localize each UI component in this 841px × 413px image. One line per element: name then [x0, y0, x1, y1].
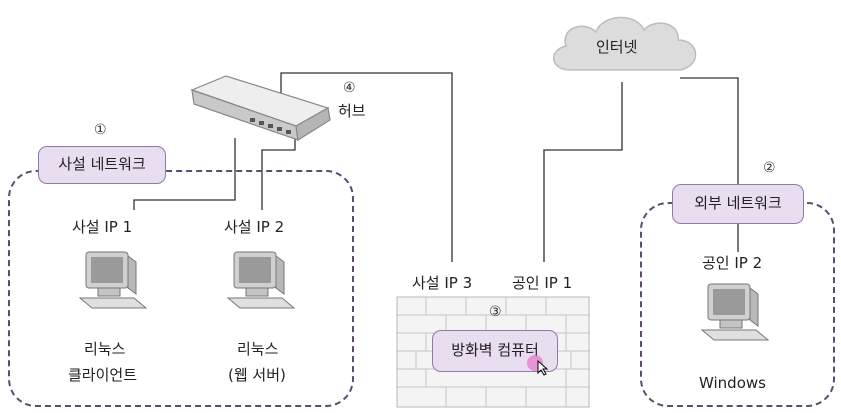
- windows-os-label: Windows: [699, 374, 766, 392]
- hub-icon: [190, 75, 331, 141]
- computer-icon: [226, 251, 296, 309]
- external-network-number: ②: [763, 160, 776, 176]
- client-ip-label: 사설 IP 1: [72, 218, 133, 236]
- hub-number: ④: [343, 80, 356, 96]
- hub-label: 허브: [338, 102, 366, 120]
- mouse-cursor-icon: [537, 360, 549, 376]
- private-network-label: 사설 네트워크: [38, 146, 166, 184]
- wire-hub-firewall: [280, 72, 453, 262]
- windows-ip-label: 공인 IP 2: [702, 254, 763, 272]
- client-role-label: 클라이언트: [68, 366, 138, 384]
- webserver-os-label: 리눅스: [237, 340, 279, 358]
- internet-cloud-icon: [553, 16, 697, 71]
- firewall-number: ③: [489, 304, 502, 320]
- private-network-number: ①: [94, 122, 107, 138]
- client-os-label: 리눅스: [84, 340, 126, 358]
- computer-icon: [78, 251, 148, 309]
- computer-icon: [700, 283, 770, 341]
- external-network-label: 외부 네트워크: [672, 184, 804, 224]
- wire-firewall-internet: [543, 82, 623, 262]
- wire-client-hub: [133, 138, 236, 210]
- wire-internet-external: [680, 77, 739, 184]
- wire-webserver-hub: [261, 130, 296, 210]
- internet-label: 인터넷: [596, 38, 638, 56]
- firewall-right-ip: 공인 IP 1: [512, 274, 573, 292]
- webserver-ip-label: 사설 IP 2: [224, 218, 285, 236]
- firewall-left-ip: 사설 IP 3: [412, 274, 473, 292]
- private-network-zone: [8, 170, 354, 407]
- webserver-role-label: (웹 서버): [228, 366, 286, 384]
